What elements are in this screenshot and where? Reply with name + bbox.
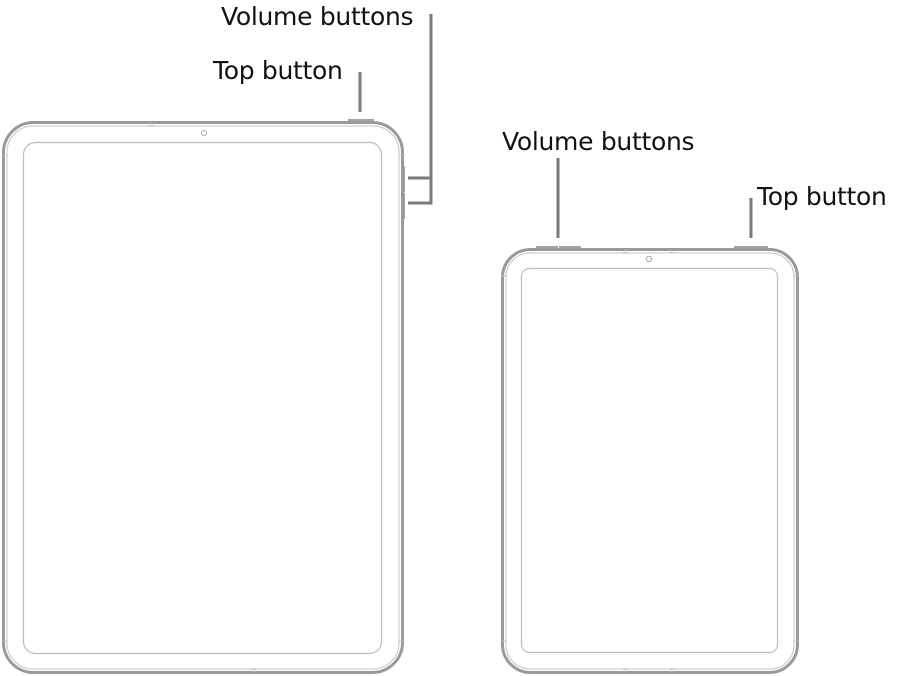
- device-frame-inner: [6, 125, 400, 670]
- label-volume-buttons-large: Volume buttons: [221, 2, 414, 31]
- label-top-button-large: Top button: [213, 56, 343, 85]
- leader-lines-large: [358, 14, 433, 205]
- front-camera-icon: [201, 130, 207, 136]
- label-top-button-small: Top button: [757, 182, 887, 211]
- label-volume-buttons-small: Volume buttons: [502, 127, 695, 156]
- screen: [22, 141, 383, 655]
- ipad-small: [501, 158, 799, 674]
- antenna-lines: [502, 250, 798, 672]
- leader-lines-small: [556, 158, 753, 238]
- front-camera-icon: [645, 255, 653, 263]
- antenna-lines: [3, 123, 403, 672]
- ipad-large: [2, 14, 433, 674]
- screen: [520, 267, 779, 654]
- device-frame-inner: [505, 252, 795, 670]
